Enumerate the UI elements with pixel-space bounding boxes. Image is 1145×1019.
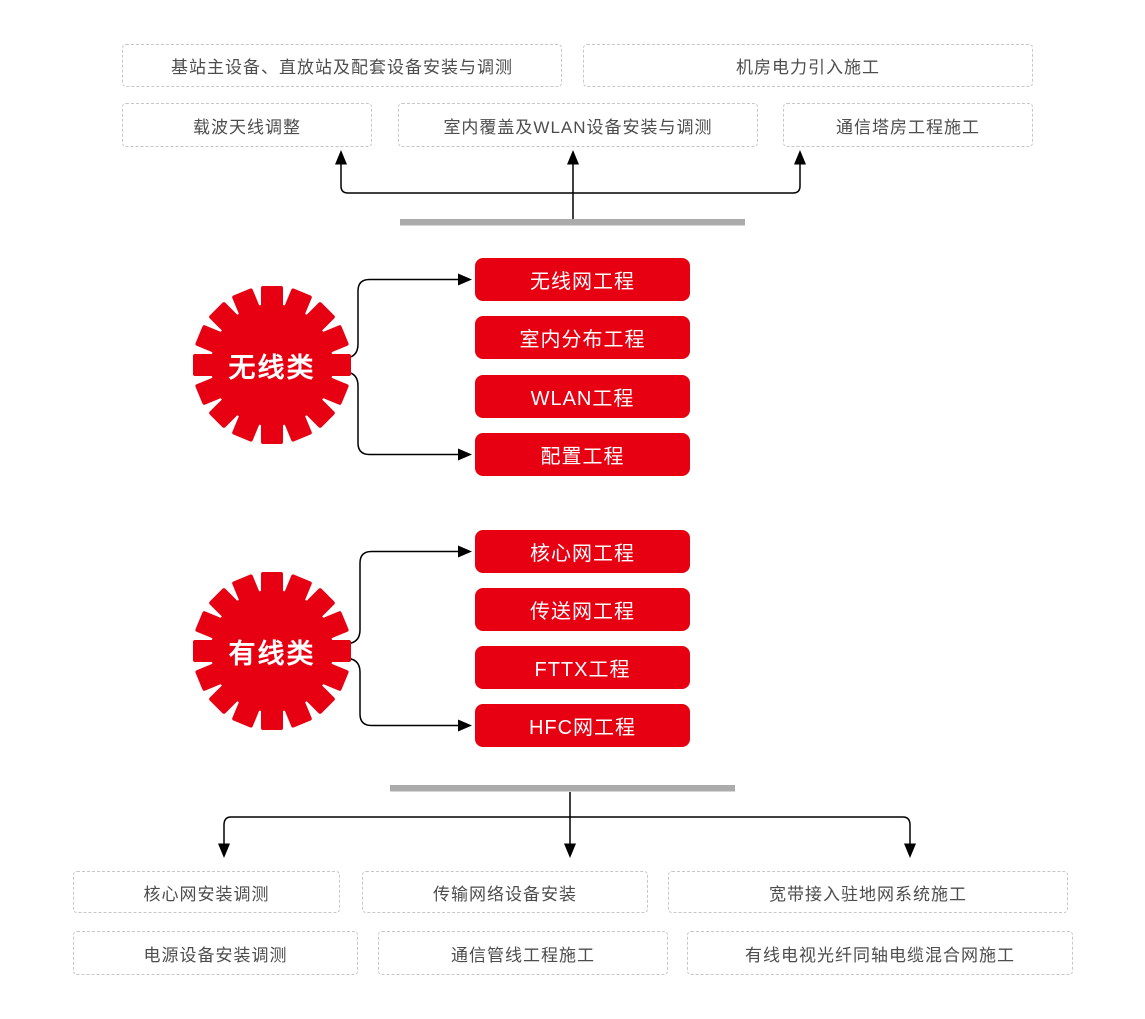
top-task-box-tower-room: 通信塔房工程施工 xyxy=(783,103,1033,147)
wireless-item-box-2: 室内分布工程 xyxy=(475,316,690,359)
bottom-connector-lines xyxy=(223,792,911,845)
bottom-arrow-down-icons xyxy=(218,843,916,858)
bottom-task-box-hfc-catv: 有线电视光纤同轴电缆混合网施工 xyxy=(687,931,1073,975)
bottom-task-box-core-install: 核心网安装调测 xyxy=(73,871,340,913)
gear-label-wireless: 无线类 xyxy=(228,352,316,383)
bottom-task-box-broadband-access: 宽带接入驻地网系统施工 xyxy=(668,871,1068,913)
top-task-box-indoor-wlan: 室内覆盖及WLAN设备安装与调测 xyxy=(398,103,758,147)
wired-item-box-4: HFC网工程 xyxy=(475,704,690,747)
wireless-item-box-1: 无线网工程 xyxy=(475,258,690,301)
wired-item-box-1: 核心网工程 xyxy=(475,530,690,573)
bottom-task-box-pipeline: 通信管线工程施工 xyxy=(378,931,668,975)
wireless-item-box-3: WLAN工程 xyxy=(475,375,690,418)
top-task-box-power-intro: 机房电力引入施工 xyxy=(583,44,1033,87)
bottom-task-box-transport-install: 传输网络设备安装 xyxy=(362,871,648,913)
wired-item-box-3: FTTX工程 xyxy=(475,646,690,689)
wireless-item-box-4: 配置工程 xyxy=(475,433,690,476)
top-task-box-base-station: 基站主设备、直放站及配套设备安装与调测 xyxy=(122,44,562,87)
top-divider-bar xyxy=(400,219,745,226)
top-arrow-up-icons xyxy=(335,150,806,165)
top-connector-lines xyxy=(340,164,801,219)
gear-label-wired: 有线类 xyxy=(228,638,316,669)
bottom-divider-bar xyxy=(390,785,735,792)
wired-arrow-right-icons xyxy=(458,545,472,732)
bottom-task-box-power-install: 电源设备安装调测 xyxy=(73,931,358,975)
wired-connector-lines xyxy=(343,550,458,727)
top-task-box-antenna-adjust: 载波天线调整 xyxy=(122,103,372,147)
wireless-arrow-right-icons xyxy=(458,273,472,461)
wired-item-box-2: 传送网工程 xyxy=(475,588,690,631)
wireless-connector-lines xyxy=(343,278,458,456)
